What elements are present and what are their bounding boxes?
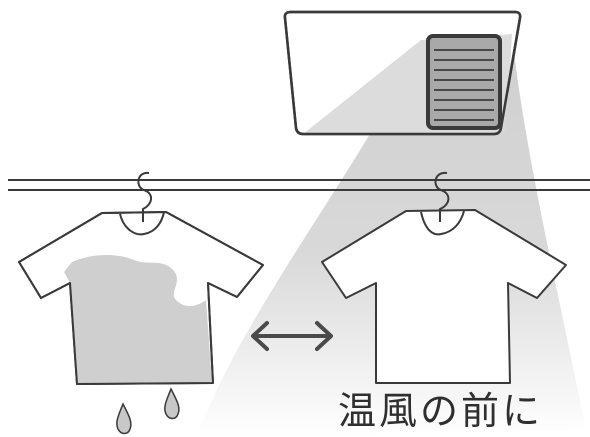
wet-tshirt-icon bbox=[19, 173, 263, 384]
caption-text: 温風の前に bbox=[338, 388, 543, 434]
water-drop-icon bbox=[117, 389, 179, 434]
bathroom-ventilation-dryer-icon bbox=[285, 12, 520, 134]
water-drop-right bbox=[165, 389, 179, 419]
water-drop-left bbox=[117, 404, 131, 434]
